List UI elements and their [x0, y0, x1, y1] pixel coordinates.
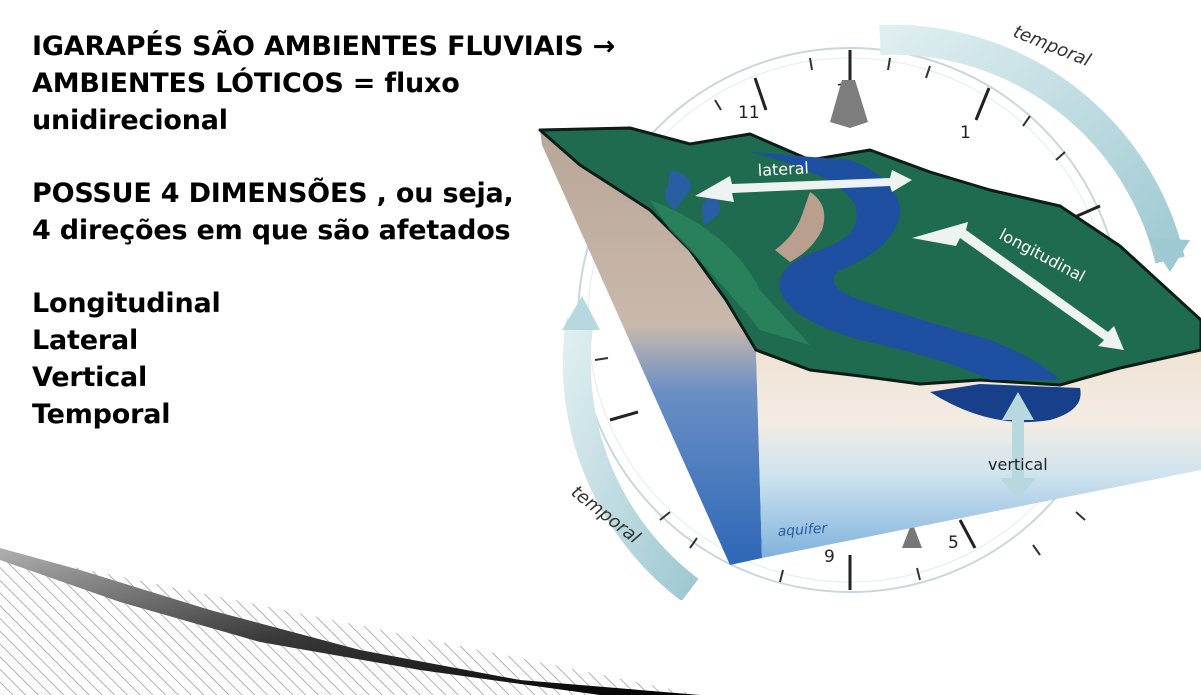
clock-number-1: 1: [960, 123, 971, 143]
clock-number-9: 9: [824, 547, 835, 567]
vertical-label: vertical: [988, 455, 1048, 474]
river-channel: [750, 152, 1060, 380]
title-line-1: IGARAPÉS SÃO AMBIENTES FLUVIAIS →: [32, 31, 616, 62]
river-dimensions-diagram: 12 11 1 2 5 9 temporal temporal: [538, 21, 1201, 600]
clock-number-11: 11: [738, 103, 760, 123]
temporal-arc-top: [879, 24, 1190, 272]
list-item-longitudinal: Longitudinal: [32, 288, 221, 319]
dimensions-line-2: 4 direções em que são afetados: [32, 215, 511, 246]
clock-hand-top: [830, 80, 868, 128]
slide-text: IGARAPÉS SÃO AMBIENTES FLUVIAIS → AMBIEN…: [32, 28, 622, 433]
list-item-temporal: Temporal: [32, 399, 171, 430]
aquifer-label: aquifer: [777, 520, 829, 540]
title-line-3: unidirecional: [32, 105, 228, 136]
list-item-vertical: Vertical: [32, 362, 148, 393]
decorative-wedge: [0, 548, 700, 695]
longitudinal-arrow: [912, 222, 1124, 350]
lateral-arrow: [695, 170, 912, 202]
list-item-lateral: Lateral: [32, 325, 139, 356]
title-line-2: AMBIENTES LÓTICOS = fluxo: [32, 68, 460, 99]
vertical-arrow: [1000, 392, 1036, 500]
lateral-label: lateral: [757, 158, 809, 180]
clock-number-5: 5: [948, 533, 959, 553]
temporal-arc-bottom: [562, 296, 699, 600]
riverbed-pocket: [930, 384, 1081, 423]
clock-hand-bottom: [902, 522, 922, 548]
dimensions-line-1: POSSUE 4 DIMENSÕES , ou seja,: [32, 178, 514, 209]
